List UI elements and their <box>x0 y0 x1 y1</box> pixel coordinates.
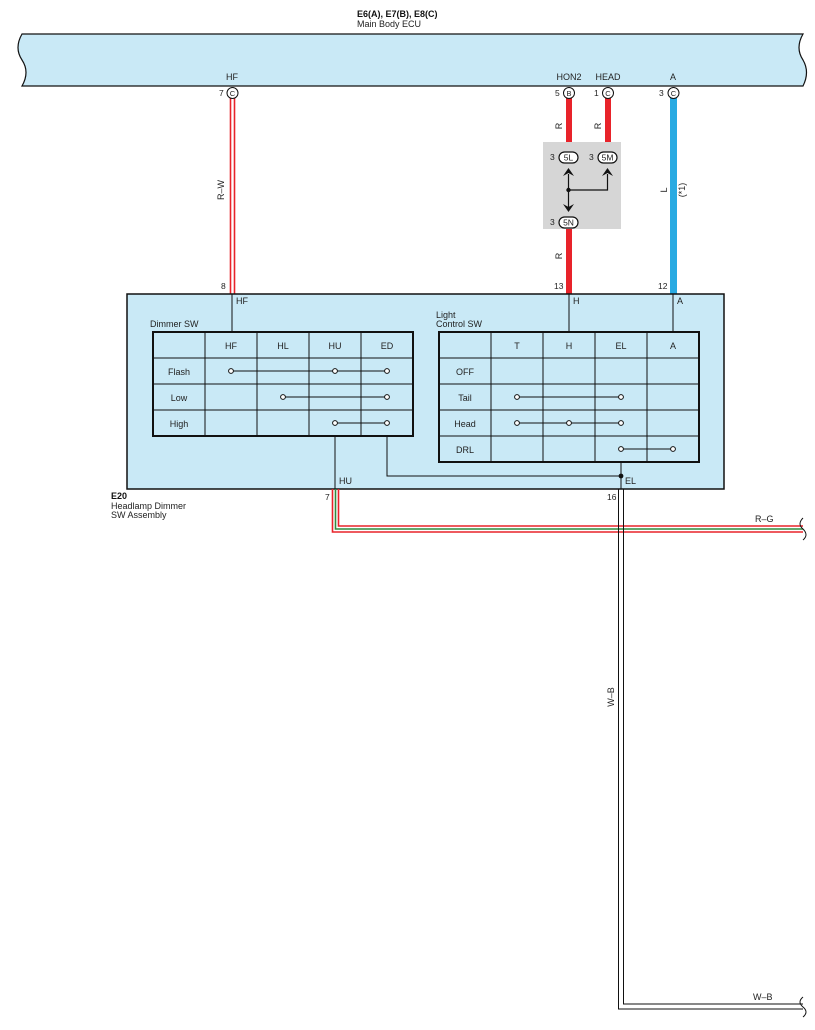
light-sw-title-1: Light <box>436 310 456 320</box>
switch-pin-el-num: 16 <box>607 492 617 502</box>
switch-pin-a-label: A <box>677 296 683 306</box>
ecu-pin-a-label: A <box>670 72 676 82</box>
dimmer-col-hf: HF <box>225 341 237 351</box>
svg-text:5: 5 <box>555 88 560 98</box>
assembly-code: E20 <box>111 491 127 501</box>
switch-pin-hu-num: 7 <box>325 492 330 502</box>
light-col-t: T <box>514 341 520 351</box>
svg-text:1: 1 <box>594 88 599 98</box>
wire-el-out-color: W–B <box>753 992 773 1002</box>
svg-text:3: 3 <box>550 152 555 162</box>
svg-text:C: C <box>605 89 611 98</box>
light-row-drl: DRL <box>456 445 474 455</box>
wire-el-color: W–B <box>606 687 616 707</box>
switch-pin-a-num: 12 <box>658 281 668 291</box>
light-col-a: A <box>670 341 676 351</box>
switch-pin-h-label: H <box>573 296 580 306</box>
light-row-off: OFF <box>456 367 474 377</box>
wire-hu <box>331 489 807 541</box>
wire-head-color: R <box>593 122 603 129</box>
switch-pin-el-label: EL <box>625 476 636 486</box>
light-col-el: EL <box>615 341 626 351</box>
dimmer-sw-table: HF HL HU ED Flash Low High <box>152 331 414 437</box>
light-sw-title-2: Control SW <box>436 319 483 329</box>
switch-pin-hu-label: HU <box>339 476 352 486</box>
svg-text:3: 3 <box>589 152 594 162</box>
switch-pin-hf-label: HF <box>236 296 248 306</box>
light-sw-table: T H EL A OFF Tail Head DRL <box>438 331 700 463</box>
dimmer-col-ed: ED <box>381 341 394 351</box>
wire-hon2-color: R <box>554 122 564 129</box>
dimmer-row-low: Low <box>171 393 188 403</box>
ecu-body <box>17 33 808 87</box>
assembly-name-2: SW Assembly <box>111 510 167 520</box>
dimmer-sw-title: Dimmer SW <box>150 319 199 329</box>
svg-text:B: B <box>566 89 571 98</box>
wire-hf-color: R–W <box>216 179 226 200</box>
dimmer-row-flash: Flash <box>168 367 190 377</box>
ecu-name: Main Body ECU <box>357 19 421 29</box>
junction-5l: 5L <box>564 153 574 163</box>
wire-hf <box>229 98 236 294</box>
svg-text:3: 3 <box>659 88 664 98</box>
light-row-head: Head <box>454 419 476 429</box>
ecu-connector-head: 1 C <box>594 87 614 99</box>
switch-pin-hf-num: 8 <box>221 281 226 291</box>
svg-text:7: 7 <box>219 88 224 98</box>
wire-h-color: R <box>554 252 564 259</box>
wire-hon2 <box>566 98 572 152</box>
ecu-connector-hf: 7 C <box>219 87 239 99</box>
wire-a-note: (*1) <box>677 183 687 198</box>
light-row-tail: Tail <box>458 393 472 403</box>
wire-el <box>618 489 807 1018</box>
internal-ed-line <box>386 436 621 477</box>
junction-block: 3 5L 3 5M 3 5N <box>543 142 621 229</box>
ecu-connector-a: 3 C <box>659 87 680 99</box>
junction-5n: 5N <box>563 218 574 228</box>
assembly-name-1: Headlamp Dimmer <box>111 501 186 511</box>
svg-text:C: C <box>230 89 236 98</box>
ecu-pin-hon2-label: HON2 <box>556 72 581 82</box>
svg-text:3: 3 <box>550 217 555 227</box>
ecu-connector-hon2: 5 B <box>555 87 575 99</box>
svg-text:C: C <box>671 89 677 98</box>
internal-el-junction <box>618 473 624 479</box>
junction-5m: 5M <box>602 153 614 163</box>
light-col-h: H <box>566 341 573 351</box>
ecu-pin-hf-label: HF <box>226 72 238 82</box>
wire-hu-color: R–G <box>755 514 774 524</box>
wire-a <box>670 98 677 294</box>
wire-h <box>566 229 572 294</box>
wire-a-color: L <box>659 187 669 192</box>
dimmer-row-high: High <box>170 419 189 429</box>
wire-head <box>605 98 611 152</box>
ecu-pin-head-label: HEAD <box>595 72 621 82</box>
dimmer-col-hl: HL <box>277 341 289 351</box>
dimmer-col-hu: HU <box>329 341 342 351</box>
switch-pin-h-num: 13 <box>554 281 564 291</box>
ecu-title: E6(A), E7(B), E8(C) <box>357 9 438 19</box>
